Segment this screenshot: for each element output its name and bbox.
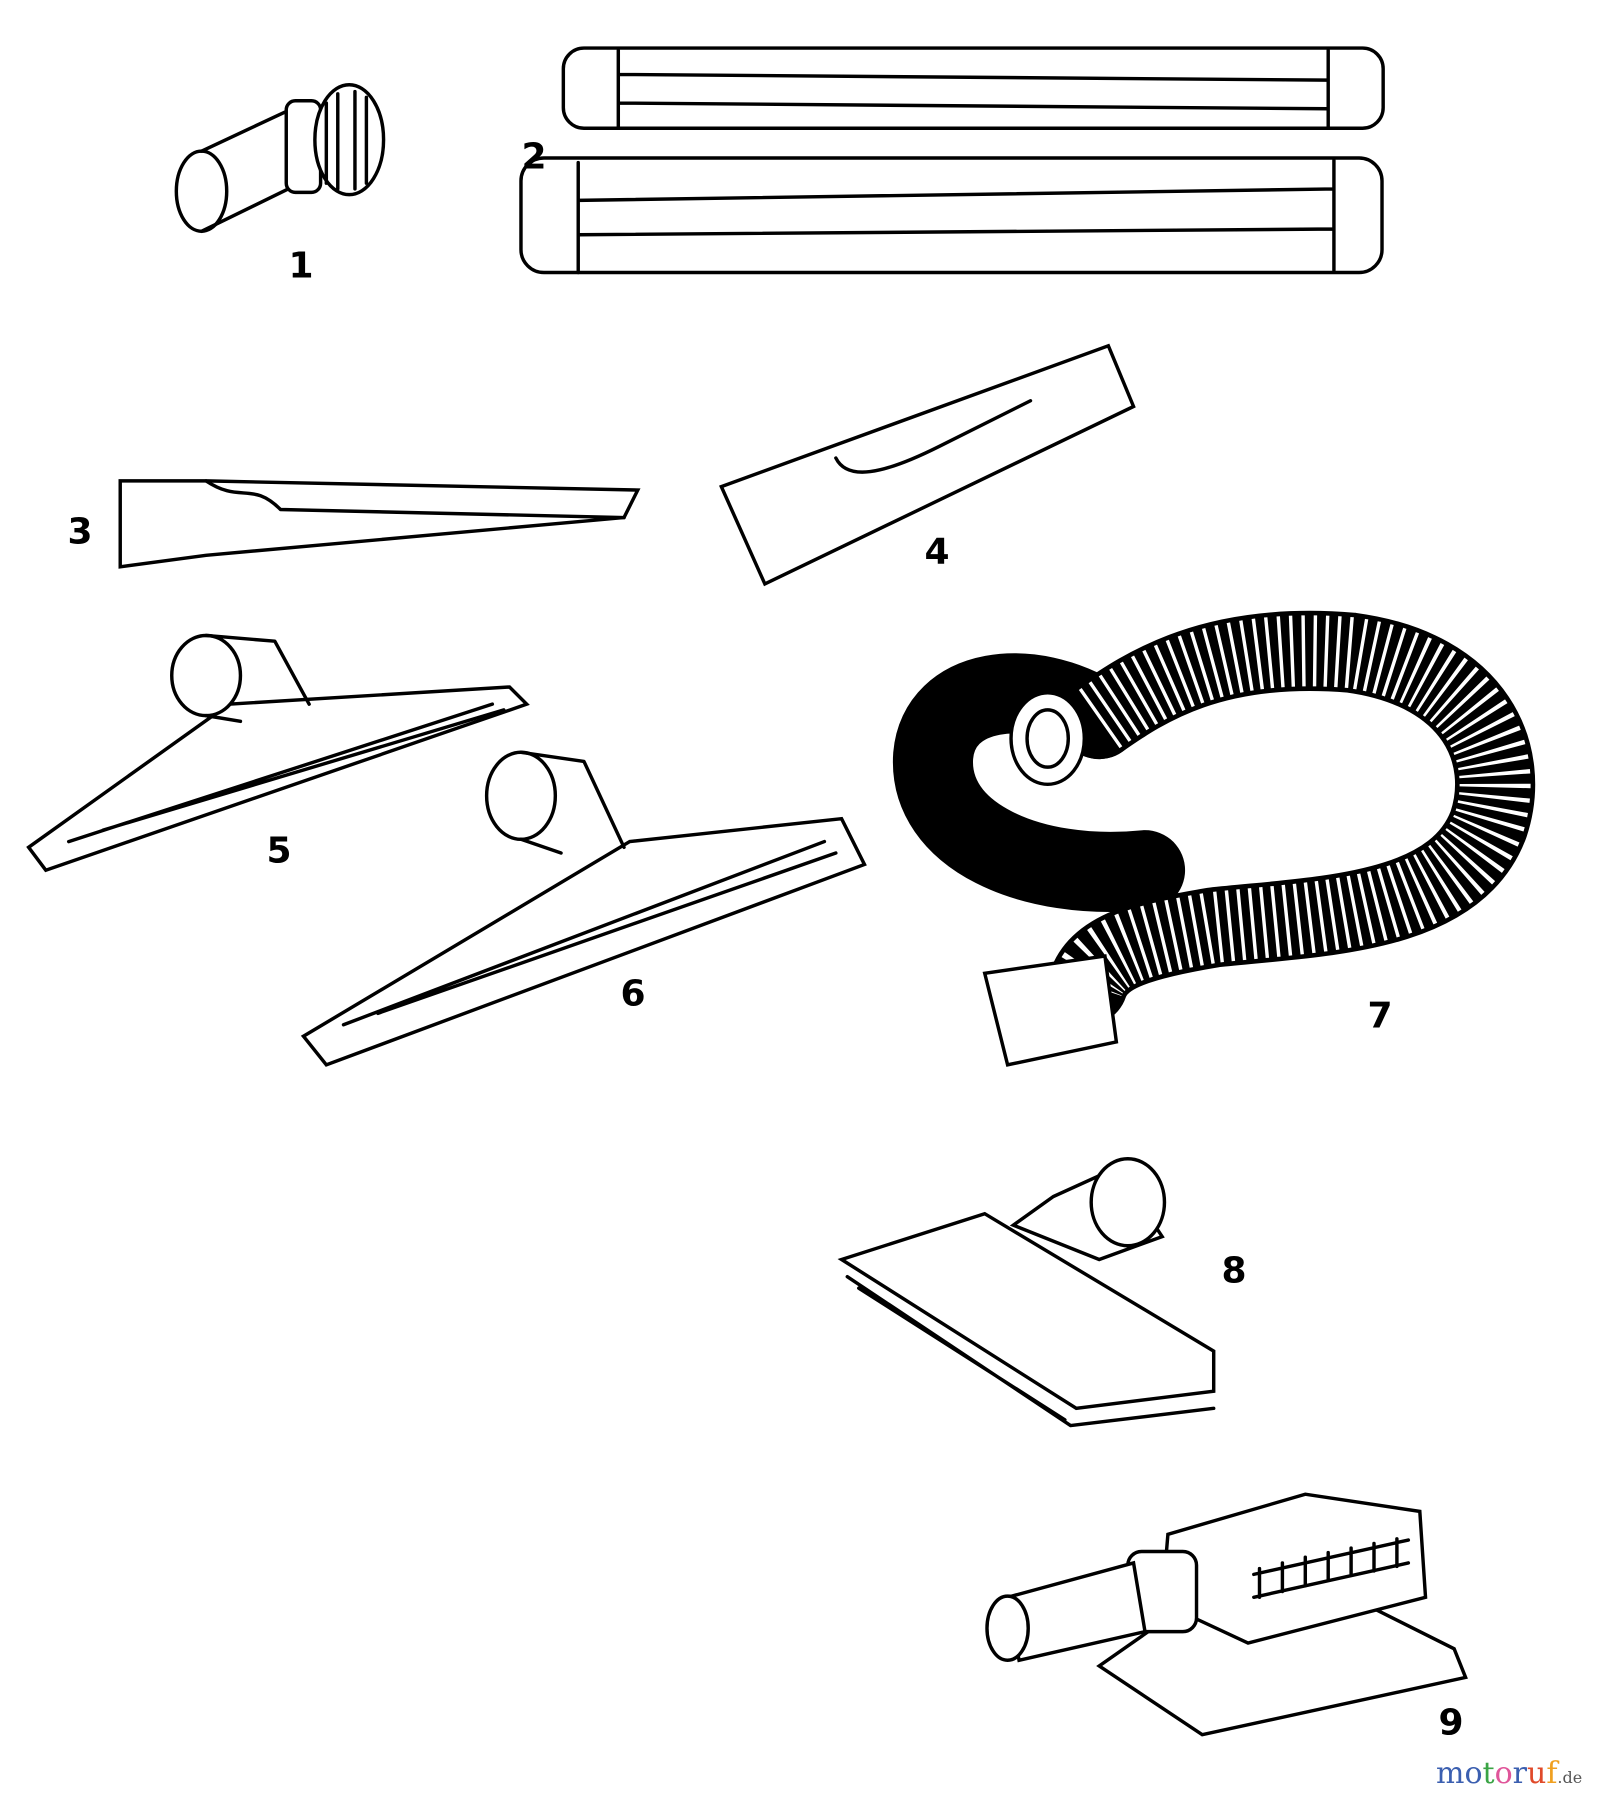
part-4-utility-nozzle: [719, 343, 1136, 587]
watermark-letter: f: [1546, 1756, 1558, 1791]
part-label-7: 7: [1367, 995, 1393, 1037]
part-5-floor-squeegee: [26, 633, 530, 873]
part-9-sander-adapter: [985, 1492, 1468, 1737]
watermark-letter: o: [1464, 1756, 1483, 1791]
part-8-floor-nozzle: [837, 1157, 1216, 1428]
watermark-text: motoruf: [1436, 1756, 1557, 1791]
part-3-crevice-tool: [118, 479, 641, 569]
watermark-logo: motoruf.de: [1436, 1756, 1582, 1791]
part-label-6: 6: [620, 973, 646, 1015]
part-label-9: 9: [1438, 1702, 1464, 1744]
watermark-letter: m: [1436, 1756, 1465, 1791]
watermark-letter: o: [1494, 1756, 1513, 1791]
part-2-extension-wands: [519, 46, 1385, 275]
watermark-suffix: .de: [1557, 1768, 1583, 1787]
part-1-dusting-brush: [174, 83, 386, 234]
watermark-letter: t: [1482, 1756, 1495, 1791]
part-7-hose: [893, 610, 1536, 1067]
part-label-4: 4: [924, 531, 950, 573]
part-label-1: 1: [288, 245, 314, 287]
watermark-letter: u: [1526, 1756, 1547, 1791]
part-label-2: 2: [521, 136, 547, 178]
part-label-5: 5: [266, 830, 292, 872]
part-6-floor-squeegee: [300, 750, 867, 1067]
part-label-3: 3: [67, 511, 93, 553]
watermark-letter: r: [1512, 1756, 1527, 1791]
part-label-8: 8: [1221, 1250, 1247, 1292]
